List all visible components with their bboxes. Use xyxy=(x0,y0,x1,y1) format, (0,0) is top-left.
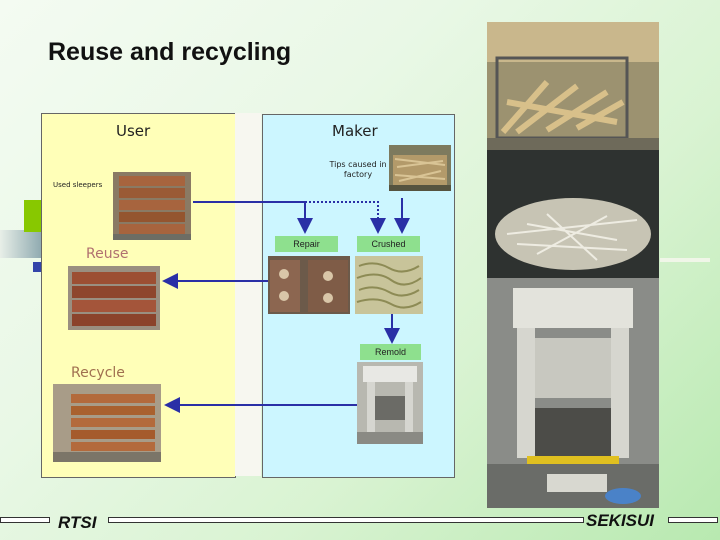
page-title: Reuse and recycling xyxy=(48,38,292,66)
crate-photo xyxy=(487,22,659,150)
crushed-photo xyxy=(355,256,423,314)
footer-right-label: SEKISUI xyxy=(586,511,655,530)
footer-line-middle xyxy=(108,517,584,523)
repair-box: Repair xyxy=(275,236,338,252)
used-sleepers-label: Used sleepers xyxy=(53,181,103,189)
crushed-pile-photo xyxy=(487,150,659,278)
reuse-photo xyxy=(68,266,160,330)
reuse-label: Reuse xyxy=(86,246,129,262)
crushed-box: Crushed xyxy=(357,236,420,252)
decorative-bullet xyxy=(33,262,43,272)
recycle-photo xyxy=(53,384,161,462)
used-sleepers-photo xyxy=(113,172,191,240)
recycle-label: Recycle xyxy=(71,365,125,381)
footer-left-label: RTSI xyxy=(58,513,97,532)
remold-press-photo xyxy=(357,362,423,444)
decorative-line xyxy=(660,258,710,262)
footer-line-left xyxy=(0,517,50,523)
user-label: User xyxy=(116,122,151,140)
panel-divider xyxy=(235,113,261,476)
maker-label: Maker xyxy=(332,122,378,140)
remold-box: Remold xyxy=(360,344,421,360)
tips-caused-label: Tips caused in factory xyxy=(329,160,387,179)
footer-line-right xyxy=(668,517,718,523)
decorative-bar xyxy=(0,230,44,258)
arrow-sleepers-to-crushed xyxy=(305,201,386,234)
repair-photo xyxy=(268,256,350,314)
arrow-sleepers-to-repair xyxy=(193,201,313,234)
factory-tips-photo xyxy=(389,145,451,191)
press-machine-photo xyxy=(487,278,659,508)
decorative-square xyxy=(24,200,44,232)
